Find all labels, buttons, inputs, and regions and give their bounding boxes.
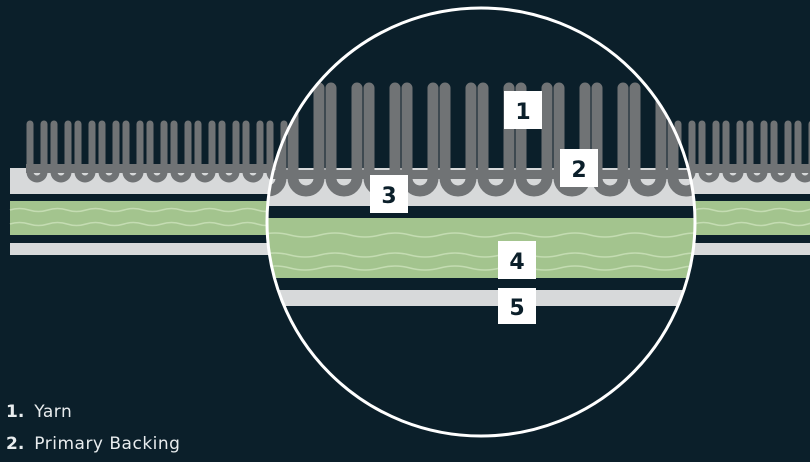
legend-number: 2. (6, 434, 25, 454)
yarn-loop (629, 82, 667, 197)
yarn-base (267, 170, 695, 179)
yarn-loop (287, 82, 325, 197)
magnifier-outline (265, 6, 697, 438)
callout-3: 3 (370, 175, 408, 213)
svg-text:4: 4 (509, 250, 524, 275)
layer-legend: 1. Yarn 2. Primary Backing (6, 398, 180, 462)
yarn-loop (477, 82, 515, 197)
svg-text:5: 5 (509, 296, 524, 321)
callout-4: 4 (498, 241, 536, 279)
magnified-view (267, 8, 695, 436)
legend-text: Yarn (34, 402, 73, 422)
legend-text: Primary Backing (34, 434, 181, 454)
legend-item: 1. Yarn (6, 398, 180, 430)
callout-1: 1 (504, 91, 542, 129)
callout-5: 5 (498, 288, 536, 324)
legend-number: 1. (6, 402, 25, 422)
callout-2: 2 (560, 149, 598, 187)
yarn-loop (439, 82, 477, 197)
svg-text:2: 2 (571, 158, 586, 183)
carpet-construction-diagram: 1 2 3 4 5 1. Yarn 2. Primary Backing (6, 6, 810, 454)
latex-wave (267, 232, 695, 238)
legend-item: 2. Primary Backing (6, 430, 180, 462)
svg-text:1: 1 (515, 100, 530, 125)
svg-text:3: 3 (381, 184, 396, 209)
yarn-loop (667, 82, 695, 197)
secondary-backing-magnified (267, 290, 695, 306)
yarn-loop (325, 82, 363, 197)
latex-layer-magnified (267, 218, 695, 278)
carpet-cross-section: 1 2 3 4 5 (9, 6, 810, 438)
yarn-loop (515, 82, 553, 197)
